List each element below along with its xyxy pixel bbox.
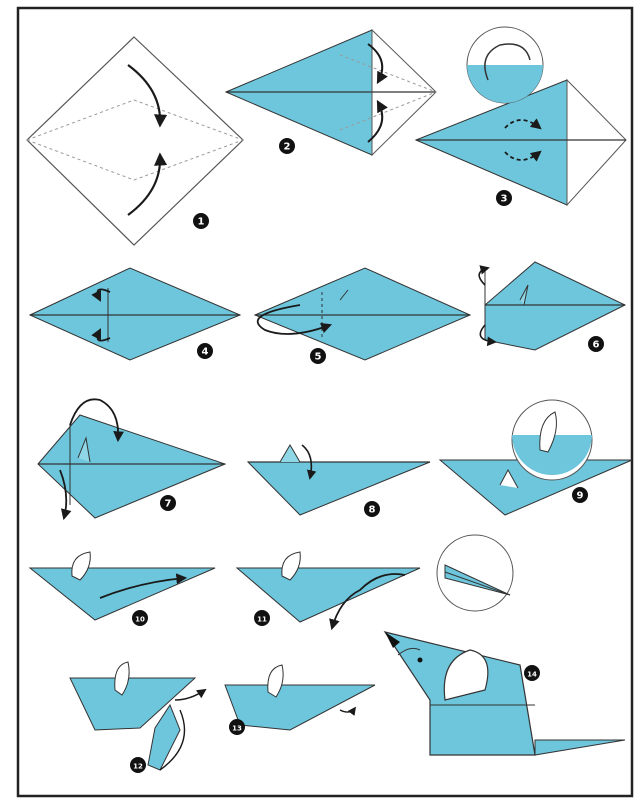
step-1-number: 1	[198, 217, 205, 228]
step-4-number: 4	[202, 347, 209, 358]
step-5-number: 5	[315, 352, 322, 363]
step-12-number: 12	[133, 763, 143, 771]
step-12-diagram	[70, 662, 205, 770]
step-7-number: 7	[165, 499, 172, 510]
step-9-diagram	[440, 400, 632, 515]
step-14-number: 14	[527, 671, 537, 679]
step-11-detail-circle	[437, 535, 513, 611]
step-6-diagram	[479, 262, 625, 350]
step-8-number: 8	[369, 505, 376, 516]
step-7-diagram	[38, 399, 225, 518]
step-1-diagram	[27, 37, 243, 245]
step-14-mouse	[385, 632, 625, 755]
step-10-diagram	[30, 552, 215, 620]
step-2-diagram	[226, 30, 436, 155]
step-3-number: 3	[501, 194, 508, 205]
step-9-number: 9	[577, 491, 584, 502]
step-3-diagram	[416, 27, 626, 205]
step-13-diagram	[225, 665, 375, 730]
step-5-diagram	[255, 268, 470, 360]
step-10-number: 10	[135, 616, 145, 624]
step-8-diagram	[248, 445, 430, 515]
step-13-number: 13	[232, 725, 242, 733]
step-2-number: 2	[284, 142, 291, 153]
step-6-number: 6	[593, 340, 600, 351]
step-11-number: 11	[257, 616, 267, 624]
